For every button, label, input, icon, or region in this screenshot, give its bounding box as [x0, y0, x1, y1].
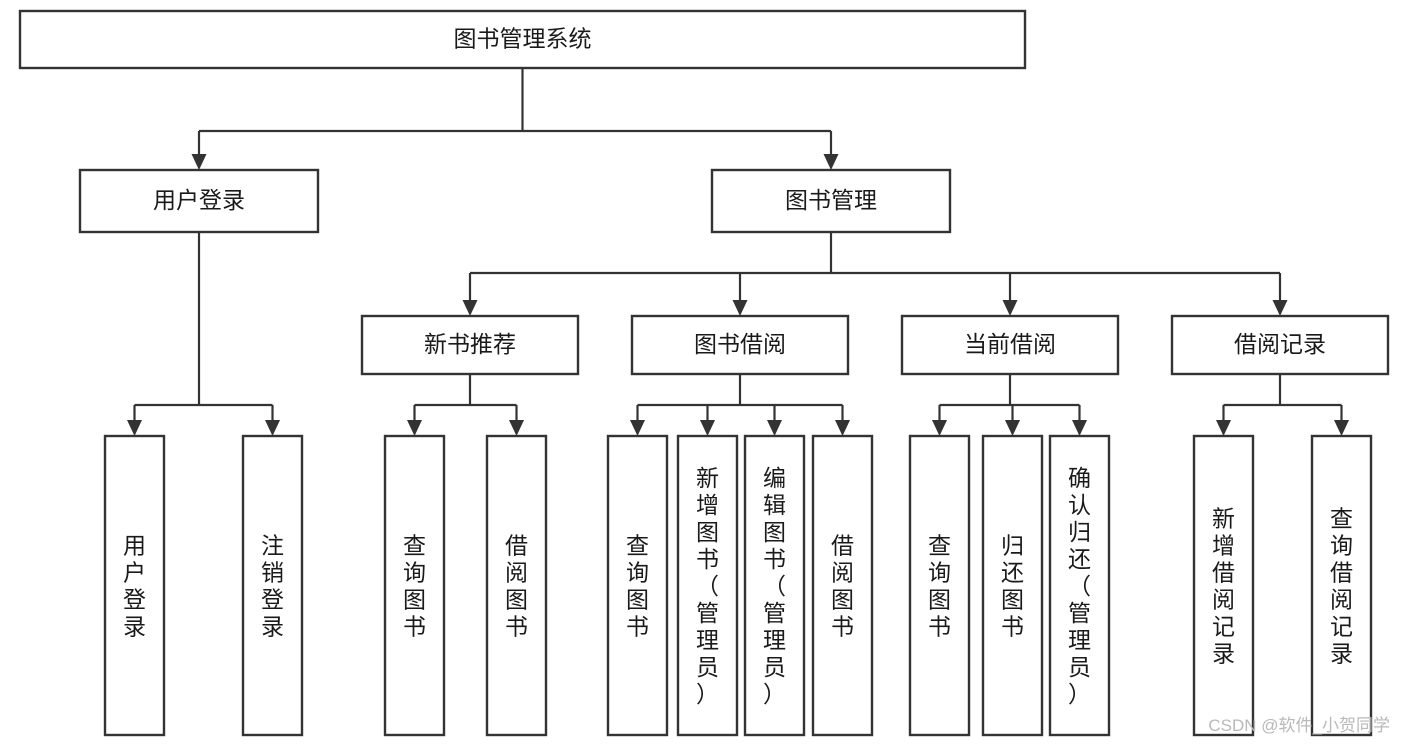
node-label-leaf-borrow-book: 借阅图书 — [831, 533, 854, 640]
node-box-leaf-query-book-borrow — [606, 434, 669, 737]
arrow-head-icon — [732, 300, 748, 316]
node-label-new-book-recommend: 新书推荐 — [424, 331, 516, 357]
node-label-book-borrow: 图书借阅 — [694, 331, 786, 357]
node-box-leaf-borrow-book-rec — [485, 434, 548, 737]
node-box-root — [18, 9, 1027, 70]
node-leaf-confirm-return-admin[interactable]: 确认归还（管理员） — [1048, 434, 1111, 737]
node-label-leaf-return-book: 归还图书 — [1001, 533, 1024, 640]
node-label-user-login: 用户登录 — [153, 187, 245, 213]
arrow-head-icon — [700, 420, 715, 436]
node-box-leaf-return-book — [981, 434, 1044, 737]
node-box-book-borrow — [630, 314, 850, 376]
node-user-login[interactable]: 用户登录 — [78, 168, 320, 234]
node-box-leaf-user-login — [103, 434, 166, 737]
node-leaf-query-book-rec[interactable]: 查询图书 — [383, 434, 446, 737]
node-leaf-add-book-admin[interactable]: 新增图书（管理员） — [676, 434, 739, 737]
node-box-current-borrow — [900, 314, 1120, 376]
node-book-management[interactable]: 图书管理 — [710, 168, 952, 234]
node-box-user-login — [78, 168, 320, 234]
node-box-leaf-borrow-book — [811, 434, 874, 737]
node-borrow-record[interactable]: 借阅记录 — [1170, 314, 1390, 376]
node-leaf-user-logout[interactable]: 注销登录 — [241, 434, 304, 737]
node-label-leaf-add-borrow-record: 新增借阅记录 — [1212, 506, 1235, 667]
node-box-leaf-add-borrow-record — [1192, 434, 1255, 737]
node-label-borrow-record: 借阅记录 — [1234, 331, 1326, 357]
node-new-book-recommend[interactable]: 新书推荐 — [360, 314, 580, 376]
node-box-leaf-query-book-current — [908, 434, 971, 737]
node-leaf-edit-book-admin[interactable]: 编辑图书（管理员） — [743, 434, 806, 737]
node-box-borrow-record — [1170, 314, 1390, 376]
node-label-leaf-query-book-current: 查询图书 — [928, 533, 951, 640]
node-current-borrow[interactable]: 当前借阅 — [900, 314, 1120, 376]
node-box-leaf-confirm-return-admin — [1048, 434, 1111, 737]
node-book-borrow[interactable]: 图书借阅 — [630, 314, 850, 376]
arrow-head-icon — [509, 420, 524, 436]
node-label-current-borrow: 当前借阅 — [964, 331, 1056, 357]
node-box-new-book-recommend — [360, 314, 580, 376]
node-root[interactable]: 图书管理系统 — [18, 9, 1027, 70]
node-leaf-query-borrow-record[interactable]: 查询借阅记录 — [1310, 434, 1373, 737]
node-leaf-user-login[interactable]: 用户登录 — [103, 434, 166, 737]
arrow-head-icon — [767, 420, 782, 436]
arrow-head-icon — [823, 154, 839, 170]
arrow-head-icon — [835, 420, 850, 436]
csdn-watermark: CSDN @软件_小贺同学 — [1208, 716, 1390, 735]
node-box-leaf-query-book-rec — [383, 434, 446, 737]
node-box-leaf-user-logout — [241, 434, 304, 737]
arrow-head-icon — [127, 420, 142, 436]
arrow-head-icon — [1005, 420, 1020, 436]
node-leaf-borrow-book-rec[interactable]: 借阅图书 — [485, 434, 548, 737]
arrow-head-icon — [191, 154, 207, 170]
node-leaf-add-borrow-record[interactable]: 新增借阅记录 — [1192, 434, 1255, 737]
arrow-head-icon — [407, 420, 422, 436]
node-leaf-return-book[interactable]: 归还图书 — [981, 434, 1044, 737]
arrow-head-icon — [1334, 420, 1349, 436]
arrow-head-icon — [932, 420, 947, 436]
node-label-leaf-confirm-return-admin: 确认归还（管理员） — [1068, 465, 1091, 707]
arrow-head-icon — [630, 420, 645, 436]
arrow-head-icon — [462, 300, 478, 316]
arrow-head-icon — [1072, 420, 1087, 436]
node-leaf-query-book-borrow[interactable]: 查询图书 — [606, 434, 669, 737]
node-box-book-management — [710, 168, 952, 234]
node-label-leaf-user-login: 用户登录 — [123, 533, 146, 640]
node-label-book-management: 图书管理 — [785, 187, 877, 213]
node-label-leaf-query-borrow-record: 查询借阅记录 — [1330, 506, 1353, 667]
arrow-head-icon — [1216, 420, 1231, 436]
connector-layer — [127, 68, 1349, 436]
node-label-root: 图书管理系统 — [454, 26, 592, 52]
node-box-leaf-query-borrow-record — [1310, 434, 1373, 737]
node-label-leaf-query-book-rec: 查询图书 — [403, 533, 426, 640]
node-label-leaf-add-book-admin: 新增图书（管理员） — [696, 465, 719, 707]
node-layer: 图书管理系统用户登录图书管理新书推荐图书借阅当前借阅借阅记录用户登录注销登录查询… — [18, 9, 1390, 737]
arrow-head-icon — [265, 420, 280, 436]
arrow-head-icon — [1002, 300, 1018, 316]
node-label-leaf-query-book-borrow: 查询图书 — [626, 533, 649, 640]
node-leaf-query-book-current[interactable]: 查询图书 — [908, 434, 971, 737]
node-label-leaf-borrow-book-rec: 借阅图书 — [505, 533, 528, 640]
node-label-leaf-user-logout: 注销登录 — [261, 533, 284, 640]
node-leaf-borrow-book[interactable]: 借阅图书 — [811, 434, 874, 737]
arrow-head-icon — [1272, 300, 1288, 316]
node-box-leaf-add-book-admin — [676, 434, 739, 737]
node-box-leaf-edit-book-admin — [743, 434, 806, 737]
node-label-leaf-edit-book-admin: 编辑图书（管理员） — [763, 465, 786, 707]
